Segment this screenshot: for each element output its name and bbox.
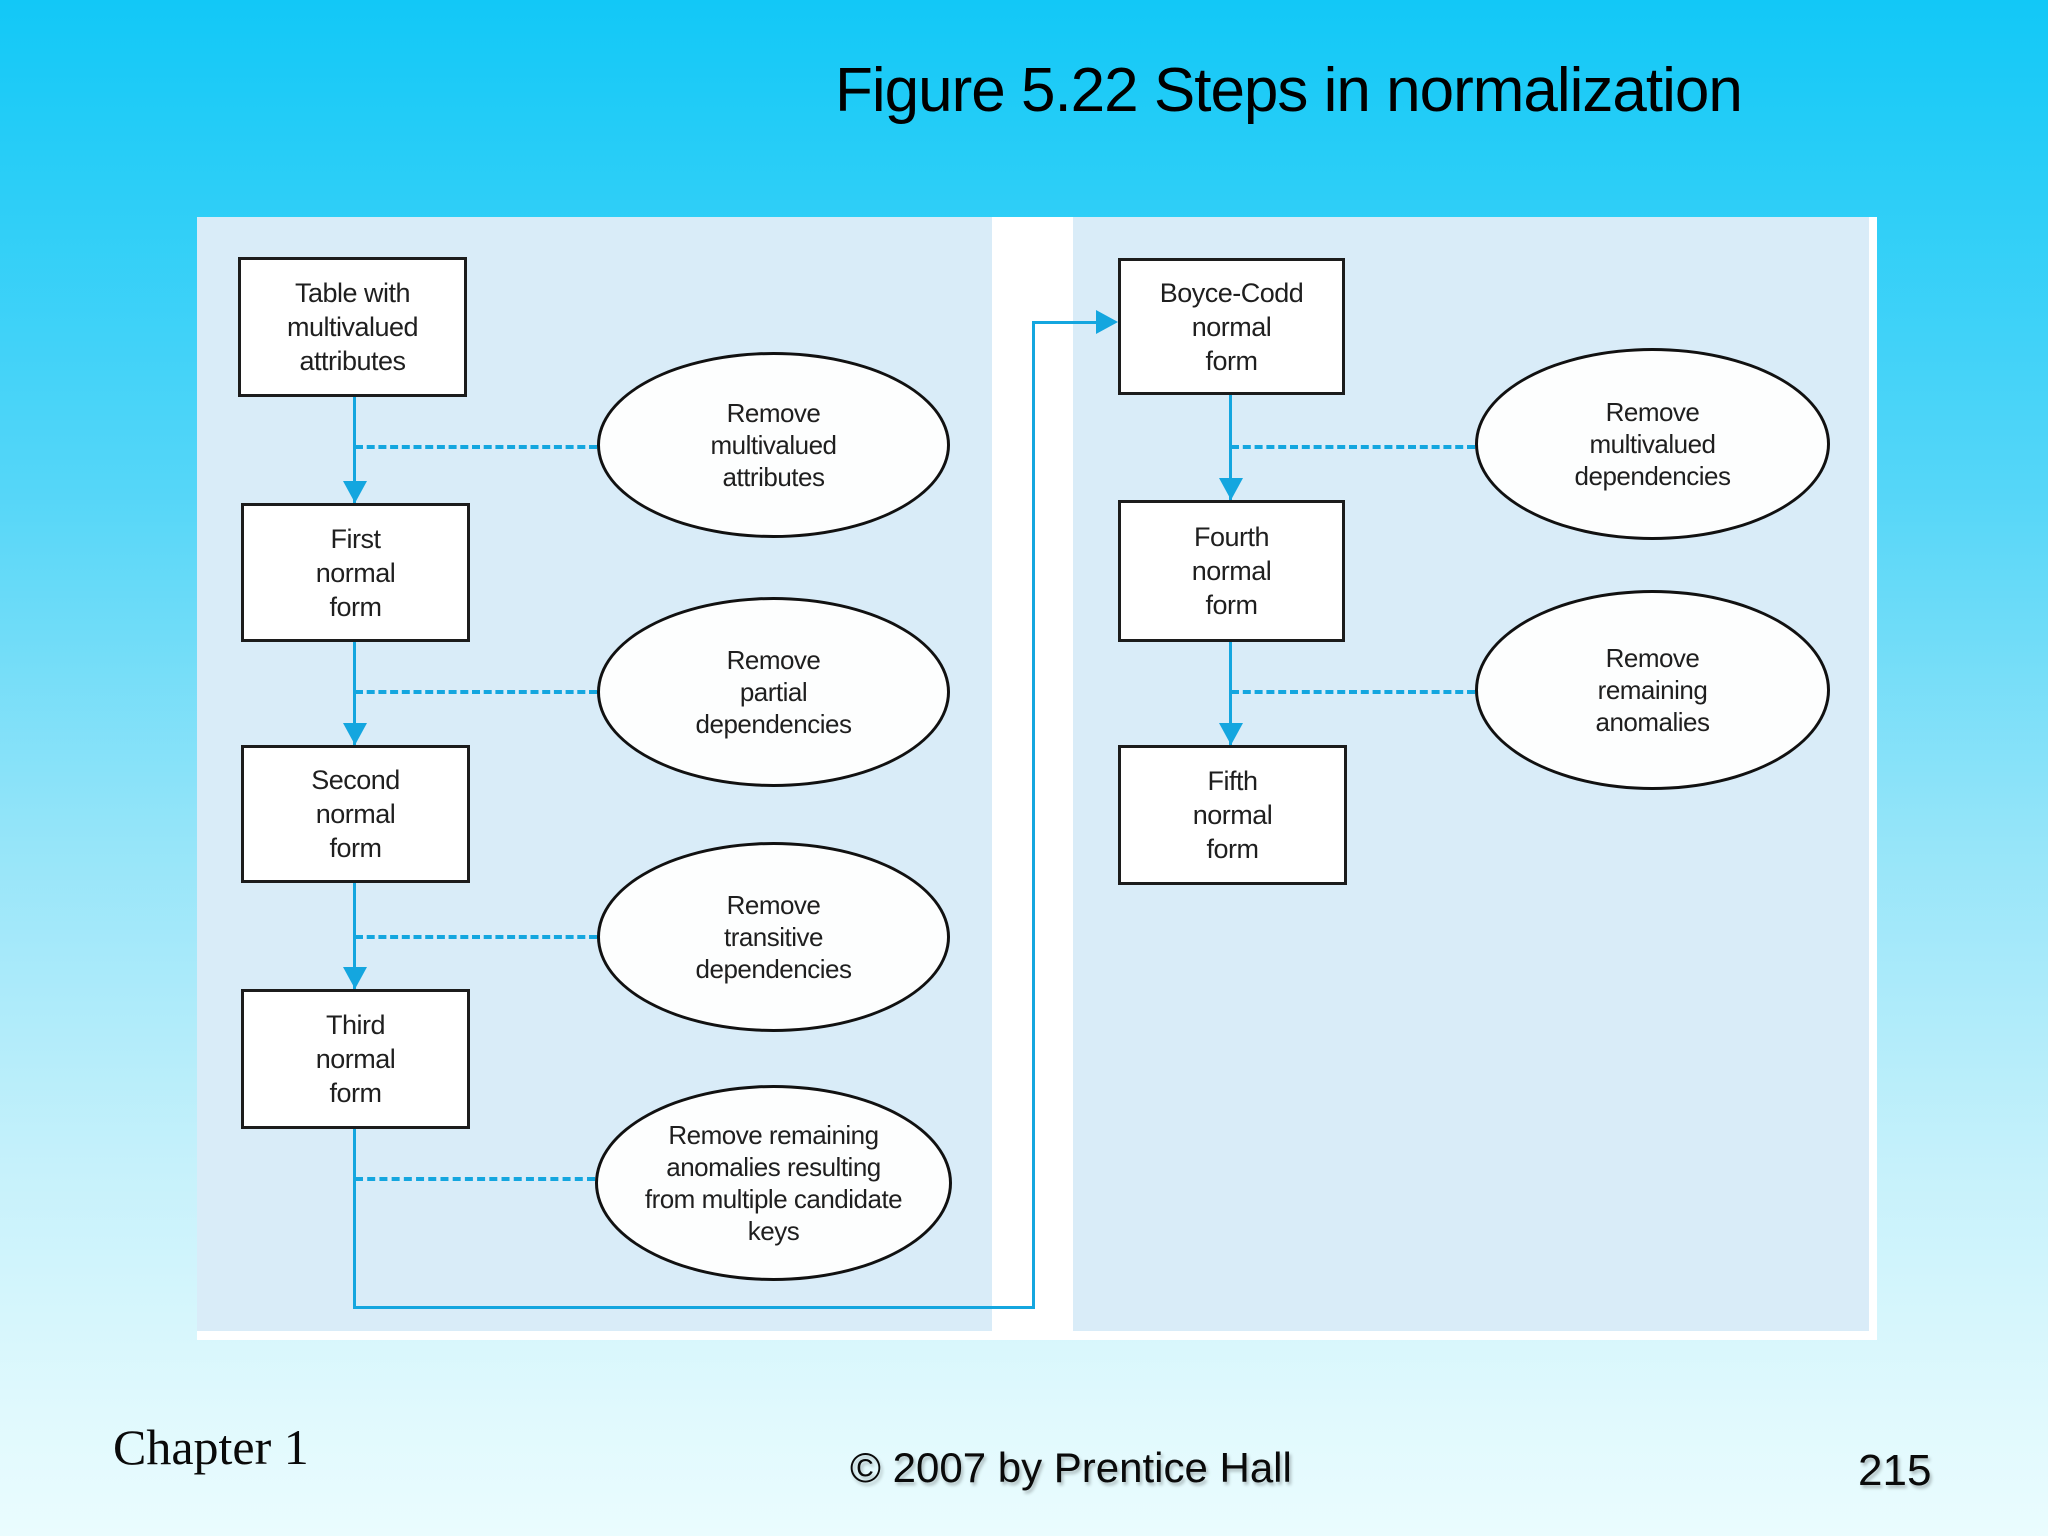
arrowhead-4nf-to-5nf	[1219, 723, 1243, 745]
footer-page-number: 215	[1858, 1446, 1932, 1495]
ellipse-remove-remaining-anomalies-candidate-keys: Remove remaining anomalies resulting fro…	[595, 1085, 952, 1281]
ellipse-remove-multivalued-attributes: Remove multivalued attributes	[597, 352, 950, 538]
arrow-2nf-to-3nf	[353, 883, 356, 989]
dash-to-remove-transitive-dependencies	[355, 935, 597, 939]
box-fourth-normal-form: Fourth normal form	[1118, 500, 1345, 642]
footer-chapter-label: Chapter 1	[113, 1419, 309, 1475]
arrowhead-into-bcnf	[1096, 310, 1118, 334]
box-boyce-codd-normal-form: Boyce-Codd normal form	[1118, 258, 1345, 395]
arrowhead-1nf-to-2nf	[343, 723, 367, 745]
dash-to-remove-multivalued-dependencies	[1231, 445, 1475, 449]
page-title: Figure 5.22 Steps in normalization	[835, 56, 1743, 125]
arrowhead-2nf-to-3nf	[343, 967, 367, 989]
box-second-normal-form: Second normal form	[241, 745, 470, 883]
connector-bottom-horizontal	[353, 1306, 1035, 1309]
ellipse-remove-multivalued-dependencies: Remove multivalued dependencies	[1475, 348, 1830, 540]
arrow-table-to-1nf	[353, 397, 356, 503]
footer-copyright-label: © 2007 by Prentice Hall	[850, 1444, 1292, 1491]
dash-to-remove-remaining-anomalies-keys	[355, 1177, 595, 1181]
box-table-multivalued: Table with multivalued attributes	[238, 257, 467, 397]
arrowhead-table-to-1nf	[343, 481, 367, 503]
ellipse-remove-partial-dependencies: Remove partial dependencies	[597, 597, 950, 787]
arrowhead-bcnf-to-4nf	[1219, 478, 1243, 500]
ellipse-remove-remaining-anomalies: Remove remaining anomalies	[1475, 590, 1830, 790]
dash-to-remove-multivalued-attributes	[355, 445, 597, 449]
arrow-bcnf-to-4nf	[1229, 395, 1232, 500]
arrow-4nf-to-5nf	[1229, 642, 1232, 745]
dash-to-remove-remaining-anomalies	[1231, 690, 1475, 694]
box-fifth-normal-form: Fifth normal form	[1118, 745, 1347, 885]
connector-into-bcnf	[1032, 321, 1098, 324]
connector-3nf-down	[353, 1129, 356, 1309]
connector-middle-vertical	[1032, 321, 1035, 1309]
dash-to-remove-partial-dependencies	[355, 690, 597, 694]
box-first-normal-form: First normal form	[241, 503, 470, 642]
box-third-normal-form: Third normal form	[241, 989, 470, 1129]
arrow-1nf-to-2nf	[353, 642, 356, 745]
ellipse-remove-transitive-dependencies: Remove transitive dependencies	[597, 842, 950, 1032]
figure-canvas: Table with multivalued attributes First …	[197, 217, 1877, 1340]
